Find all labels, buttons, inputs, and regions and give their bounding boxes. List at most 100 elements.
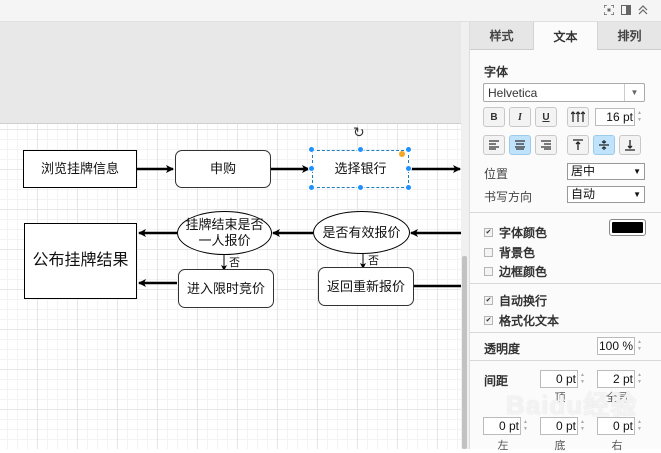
font-color-swatch[interactable]	[609, 219, 646, 236]
opacity-input[interactable]: 100 %	[597, 337, 635, 355]
spacing-top-input[interactable]: 0 pt	[540, 370, 578, 388]
spacing-global-label: 全局	[606, 392, 628, 404]
italic-button[interactable]: I	[509, 107, 531, 127]
valign-middle-icon	[599, 140, 609, 150]
fullscreen-icon[interactable]	[603, 4, 615, 16]
font-section-title: 字体	[484, 65, 509, 79]
node-timed-bidding[interactable]: 进入限时竞价	[178, 269, 274, 308]
align-left-button[interactable]	[483, 135, 505, 155]
valign-top-button[interactable]	[567, 135, 589, 155]
align-left-icon	[489, 140, 499, 150]
align-center-button[interactable]	[509, 135, 531, 155]
vertical-text-button[interactable]	[567, 107, 589, 127]
align-right-button[interactable]	[535, 135, 557, 155]
diagram-canvas[interactable]: 否 否 浏览挂牌信息 申购 选择银行 公布挂牌结果 挂牌结束是否一人报价 是否有…	[0, 22, 461, 449]
align-right-icon	[541, 140, 551, 150]
spacing-top-stepper[interactable]: ▲▼	[580, 372, 585, 385]
rotate-handle-icon[interactable]: ↻	[353, 124, 365, 140]
tab-text[interactable]: 文本	[533, 22, 597, 50]
resize-handle[interactable]	[405, 165, 412, 172]
node-publish-result[interactable]: 公布挂牌结果	[24, 223, 137, 299]
position-select[interactable]: 居中 ▼	[567, 163, 645, 180]
border-color-label: 边框颜色	[499, 265, 548, 279]
checkbox-unchecked-icon	[484, 248, 493, 257]
format-panel: 样式 文本 排列 字体 Helvetica ▼ B I U 16 pt ▲▼ 位…	[469, 22, 661, 452]
font-family-select[interactable]: Helvetica ▼	[483, 83, 645, 102]
valign-middle-button[interactable]	[593, 135, 615, 155]
font-family-value: Helvetica	[488, 86, 538, 100]
spacing-global-input[interactable]: 2 pt	[597, 370, 635, 388]
resize-handle[interactable]	[308, 146, 315, 153]
valign-top-icon	[573, 139, 583, 150]
spacing-global-stepper[interactable]: ▲▼	[637, 372, 642, 385]
spacing-right-stepper[interactable]: ▲▼	[637, 419, 642, 432]
valign-bottom-icon	[625, 140, 635, 151]
spacing-bottom-stepper[interactable]: ▲▼	[580, 419, 585, 432]
node-valid-bid-decision[interactable]: 是否有效报价	[313, 211, 410, 254]
font-color-label: 字体颜色	[499, 226, 548, 240]
node-subscribe[interactable]: 申购	[175, 150, 271, 188]
font-size-input[interactable]: 16 pt	[595, 108, 635, 126]
tab-arrange[interactable]: 排列	[597, 22, 661, 50]
spacing-left-label: 左	[497, 440, 509, 452]
edge-label-no: 否	[368, 255, 379, 267]
formatted-text-checkbox[interactable]: ✔ 格式化文本	[484, 312, 559, 329]
format-panel-icon[interactable]	[620, 4, 632, 16]
divider	[470, 360, 661, 361]
canvas-vertical-scrollbar[interactable]	[461, 22, 469, 449]
border-color-checkbox[interactable]: 边框颜色	[484, 263, 547, 280]
formatted-text-label: 格式化文本	[499, 314, 560, 328]
position-label: 位置	[484, 167, 509, 181]
spacing-right-input[interactable]: 0 pt	[597, 417, 635, 435]
direction-label: 书写方向	[484, 190, 533, 204]
word-wrap-checkbox[interactable]: ✔ 自动换行	[484, 292, 547, 309]
checkbox-checked-icon: ✔	[484, 316, 493, 325]
resize-handle[interactable]	[405, 146, 412, 153]
resize-handle[interactable]	[357, 184, 364, 191]
canvas-page-margin	[0, 22, 461, 124]
bold-button[interactable]: B	[483, 107, 505, 127]
background-color-label: 背景色	[499, 246, 536, 260]
font-size-stepper[interactable]: ▲▼	[637, 110, 642, 123]
node-choose-bank[interactable]: 选择银行	[312, 150, 409, 188]
position-value: 居中	[571, 164, 596, 178]
underline-button[interactable]: U	[535, 107, 557, 127]
valign-bottom-button[interactable]	[619, 135, 641, 155]
resize-handle[interactable]	[308, 165, 315, 172]
direction-select[interactable]: 自动 ▼	[567, 186, 645, 203]
spacing-left-input[interactable]: 0 pt	[483, 417, 521, 435]
node-single-bid-decision[interactable]: 挂牌结束是否一人报价	[177, 211, 272, 255]
edges-layer	[137, 165, 461, 288]
spacing-left-stepper[interactable]: ▲▼	[523, 419, 528, 432]
opacity-label: 透明度	[484, 342, 521, 356]
dropdown-arrow-icon: ▼	[633, 190, 641, 199]
color-fill	[612, 222, 643, 233]
divider	[470, 283, 661, 284]
shape-property-handle[interactable]	[399, 151, 405, 157]
spacing-bottom-label: 底	[554, 440, 566, 452]
edge-label-no: 否	[229, 257, 240, 269]
opacity-stepper[interactable]: ▲▼	[637, 339, 642, 352]
word-wrap-label: 自动换行	[499, 294, 548, 308]
scrollbar-thumb[interactable]	[462, 256, 467, 449]
font-color-checkbox[interactable]: ✔ 字体颜色	[484, 224, 547, 241]
divider	[470, 332, 661, 333]
node-browse-listing[interactable]: 浏览挂牌信息	[23, 150, 137, 188]
dropdown-arrow-icon: ▼	[633, 167, 641, 176]
divider	[470, 212, 661, 213]
spacing-label: 间距	[484, 374, 509, 388]
collapse-icon[interactable]	[637, 4, 649, 16]
dropdown-arrow-icon: ▼	[624, 84, 644, 101]
node-return-rebid[interactable]: 返回重新报价	[318, 267, 414, 306]
resize-handle[interactable]	[405, 184, 412, 191]
checkbox-checked-icon: ✔	[484, 228, 493, 237]
checkbox-checked-icon: ✔	[484, 296, 493, 305]
top-toolbar	[0, 0, 661, 22]
vertical-text-icon	[571, 111, 585, 122]
tab-style[interactable]: 样式	[470, 22, 533, 50]
format-tabs: 样式 文本 排列	[470, 22, 661, 50]
resize-handle[interactable]	[357, 146, 364, 153]
spacing-bottom-input[interactable]: 0 pt	[540, 417, 578, 435]
background-color-checkbox[interactable]: 背景色	[484, 244, 535, 261]
resize-handle[interactable]	[308, 184, 315, 191]
